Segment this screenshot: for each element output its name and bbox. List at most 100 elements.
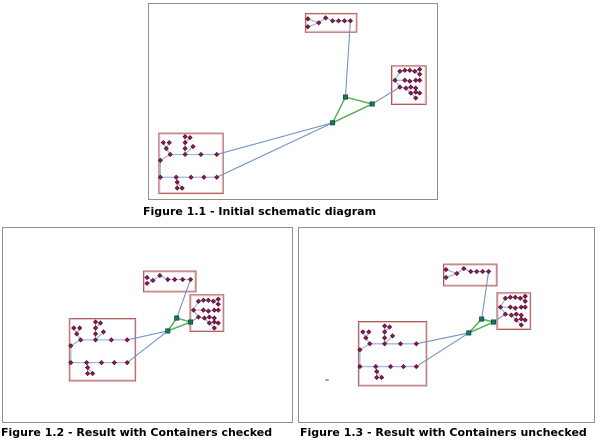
device-node (316, 20, 322, 26)
device-node (367, 341, 373, 347)
figure-1-3-caption: Figure 1.3 - Result with Containers unch… (300, 426, 587, 439)
device-node (124, 337, 130, 343)
device-node (215, 301, 221, 307)
device-node (182, 134, 188, 140)
device-node (408, 90, 414, 96)
feeder-edge (216, 122, 333, 155)
hub-node (466, 330, 472, 336)
device-node (397, 84, 403, 90)
device-node (402, 67, 408, 73)
device-node (195, 298, 202, 304)
link-edge (383, 335, 394, 345)
figure-1-2-panel (2, 227, 293, 423)
device-node (190, 143, 196, 150)
device-node (215, 307, 221, 313)
device-node (210, 298, 216, 304)
feeder-edge (127, 330, 168, 341)
link-edge (359, 343, 371, 351)
feeder-edge (481, 271, 490, 320)
container-box-inner-highlight (144, 271, 196, 292)
device-node (200, 307, 207, 313)
container-box (158, 132, 224, 195)
device-node (182, 145, 188, 152)
device-node (480, 268, 486, 275)
container-box-inner-highlight (305, 13, 357, 32)
device-node (163, 145, 169, 152)
device-node (100, 329, 107, 335)
device-node (157, 157, 163, 163)
device-node (508, 312, 514, 318)
device-node (215, 296, 221, 302)
container-box (68, 318, 137, 382)
device-node (165, 276, 171, 283)
container-box-inner-highlight (497, 293, 531, 329)
device-node (144, 280, 150, 287)
device-node (443, 274, 449, 281)
device-node (92, 319, 99, 325)
device-node (85, 364, 91, 371)
device-node (397, 341, 404, 347)
device-node (386, 324, 393, 330)
device-node (74, 331, 80, 337)
device-node (485, 268, 492, 275)
device-node (77, 325, 83, 331)
device-node (522, 293, 528, 299)
device-node (357, 347, 363, 353)
device-node (443, 266, 449, 273)
device-node (206, 320, 212, 326)
container-box (189, 294, 225, 332)
device-node (157, 272, 163, 279)
feeder-edge (416, 332, 470, 368)
device-node (97, 320, 104, 326)
device-node (374, 368, 380, 375)
device-node (92, 331, 99, 337)
device-node (518, 316, 524, 322)
device-node (366, 329, 372, 335)
hub-node (369, 101, 375, 107)
device-node (98, 360, 105, 366)
figure-1-1-panel (148, 3, 438, 200)
device-node (78, 337, 84, 343)
device-node (474, 268, 480, 275)
device-node (182, 139, 188, 146)
device-node (412, 68, 418, 74)
device-node (522, 298, 528, 304)
device-node (211, 325, 217, 331)
device-node (167, 151, 173, 158)
device-node (201, 174, 207, 180)
device-node (211, 307, 217, 313)
device-node (150, 277, 156, 284)
device-node (417, 90, 423, 96)
figure-1-3-panel (298, 227, 595, 423)
device-node (71, 325, 77, 331)
device-node (374, 374, 380, 381)
feeder-edge (416, 332, 469, 345)
device-node (413, 89, 419, 95)
device-node (68, 343, 74, 349)
device-node (173, 174, 179, 180)
device-node (513, 317, 519, 323)
figure-1-2-caption: Figure 1.2 - Result with Containers chec… (1, 426, 273, 439)
device-node (382, 341, 388, 347)
hub-node (165, 328, 171, 334)
container-box (496, 292, 532, 330)
device-node (502, 295, 508, 301)
device-node (111, 360, 117, 366)
link-edge (94, 331, 105, 341)
hub-edge (345, 96, 373, 105)
device-node (205, 308, 211, 314)
device-node (205, 297, 211, 303)
device-node (363, 335, 369, 341)
device-node (187, 135, 193, 141)
figure-1-2-diagram (68, 270, 225, 382)
device-node (190, 307, 197, 313)
device-node (144, 274, 150, 281)
device-node (518, 304, 524, 310)
device-node (323, 15, 329, 21)
feeder-edge (216, 122, 333, 178)
figure-1-3-diagram (325, 263, 532, 387)
device-node (513, 311, 519, 317)
hub-edge (468, 321, 494, 334)
device-node (187, 276, 194, 283)
device-node (413, 95, 419, 101)
